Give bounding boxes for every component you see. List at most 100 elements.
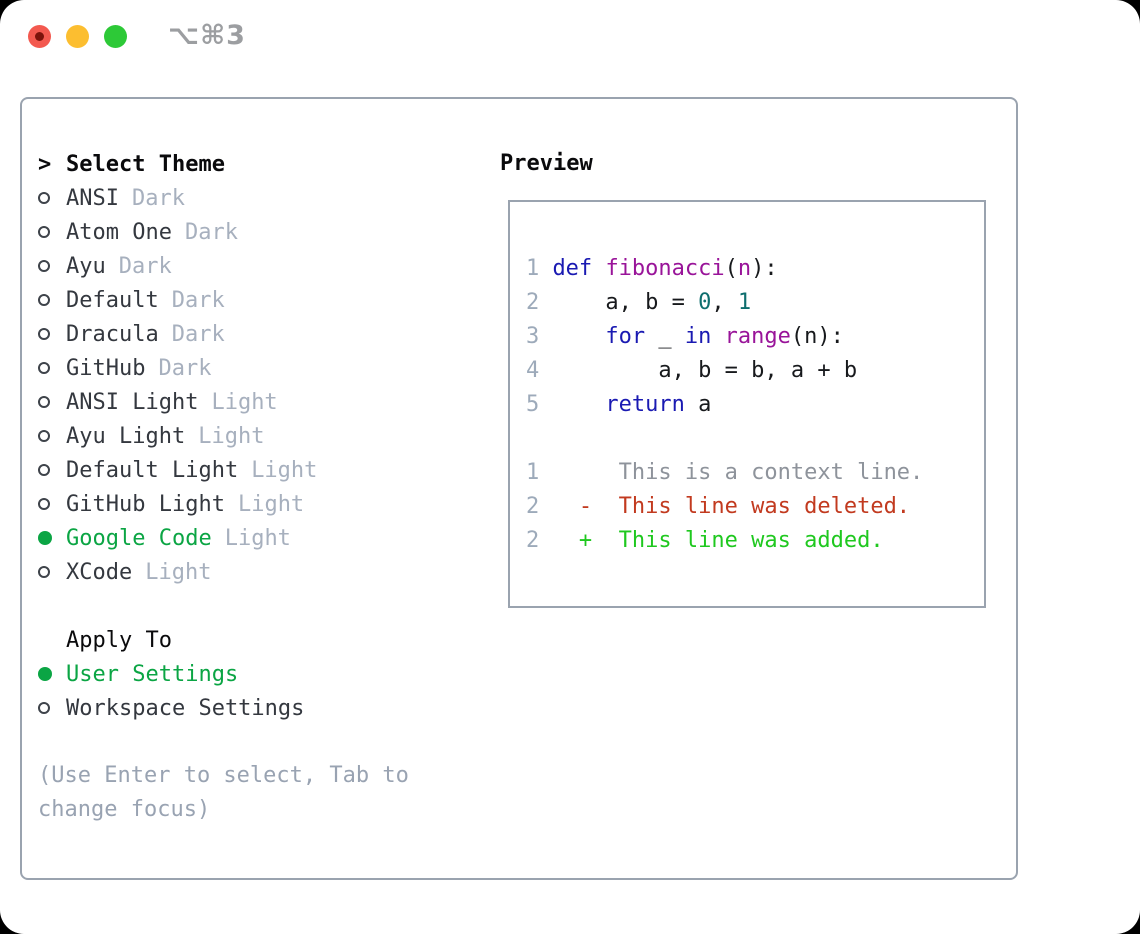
code-token: for xyxy=(605,323,646,349)
code-token: range xyxy=(724,323,791,349)
code-token: This is a context line. xyxy=(552,459,924,485)
code-token: a, b = xyxy=(552,289,699,315)
code-token: ): xyxy=(751,255,778,281)
preview-line: 4 a, b = b, a + b xyxy=(526,353,974,387)
theme-variant: Dark xyxy=(184,219,238,245)
theme-name: ANSI xyxy=(66,185,119,211)
radio-selected-icon xyxy=(38,531,52,545)
radio-icon xyxy=(38,702,50,714)
theme-option-ayu-light-light[interactable]: Ayu Light Light xyxy=(38,419,500,453)
line-number: 5 xyxy=(526,391,540,417)
preview-title: Preview xyxy=(500,151,593,176)
traffic-light-maximize[interactable] xyxy=(104,25,127,48)
apply-option-label: User Settings xyxy=(66,661,239,687)
theme-name: Dracula xyxy=(66,321,159,347)
theme-variant: Light xyxy=(224,525,291,551)
radio-icon xyxy=(38,260,50,272)
traffic-light-close[interactable] xyxy=(28,25,51,48)
code-token: (n): xyxy=(790,323,844,349)
theme-option-github-light-light[interactable]: GitHub Light Light xyxy=(38,487,500,521)
theme-option-ansi-light-light[interactable]: ANSI Light Light xyxy=(38,385,500,419)
code-token: return xyxy=(605,391,685,417)
code-token: - This line was deleted. xyxy=(552,493,911,519)
theme-name: Ayu Light xyxy=(66,423,186,449)
theme-name: ANSI Light xyxy=(66,389,199,415)
radio-icon xyxy=(38,226,50,238)
theme-option-default-light-light[interactable]: Default Light Light xyxy=(38,453,500,487)
code-token: ( xyxy=(724,255,738,281)
theme-variant: Light xyxy=(237,491,305,517)
preview-line xyxy=(526,421,974,455)
apply-option-workspace-settings[interactable]: Workspace Settings xyxy=(38,691,500,725)
keyboard-hint: (Use Enter to select, Tab to change focu… xyxy=(38,763,409,822)
theme-name: Ayu xyxy=(66,253,106,279)
theme-name: Default Light xyxy=(66,457,239,483)
theme-variant: Dark xyxy=(158,355,212,381)
apply-option-label: Workspace Settings xyxy=(66,695,305,721)
code-token: in xyxy=(684,323,712,349)
close-dot-icon xyxy=(35,32,44,41)
theme-option-atom-one-dark[interactable]: Atom One Dark xyxy=(38,215,500,249)
code-token: + This line was added. xyxy=(552,527,884,553)
code-token: _ xyxy=(645,323,685,349)
theme-variant: Light xyxy=(211,389,278,415)
code-token xyxy=(552,324,605,349)
radio-icon xyxy=(38,566,50,578)
theme-option-xcode-light[interactable]: XCode Light xyxy=(38,555,500,589)
select-theme-title: Select Theme xyxy=(66,151,225,177)
code-token xyxy=(711,324,724,349)
theme-variant: Light xyxy=(145,559,212,585)
preview-line: 3 for _ in range(n): xyxy=(526,319,974,353)
radio-icon xyxy=(38,362,50,374)
theme-variant: Dark xyxy=(171,287,225,313)
preview-line: 2 + This line was added. xyxy=(526,523,974,557)
theme-name: GitHub Light xyxy=(66,491,225,517)
window-shortcut-label: ⌥⌘3 xyxy=(168,20,246,51)
theme-name: Default xyxy=(66,287,159,313)
focus-caret-icon: > xyxy=(38,151,52,177)
radio-icon xyxy=(38,328,50,340)
theme-variant: Light xyxy=(198,423,265,449)
code-token: , xyxy=(711,289,738,315)
radio-icon xyxy=(38,430,50,442)
code-token: a, b = b, a + b xyxy=(552,357,858,383)
theme-variant: Dark xyxy=(118,253,172,279)
theme-name: Atom One xyxy=(66,219,172,245)
code-token: def xyxy=(552,255,593,281)
preview-line: 2 a, b = 0, 1 xyxy=(526,285,974,319)
apply-to-header: Apply To xyxy=(38,623,500,657)
traffic-lights xyxy=(28,25,127,48)
theme-option-ayu-dark[interactable]: Ayu Dark xyxy=(38,249,500,283)
radio-icon xyxy=(38,498,50,510)
radio-icon xyxy=(38,294,50,306)
code-token: 1 xyxy=(737,289,752,315)
theme-option-github-dark[interactable]: GitHub Dark xyxy=(38,351,500,385)
radio-selected-icon xyxy=(38,667,52,681)
apply-option-user-settings[interactable]: User Settings xyxy=(38,657,500,691)
theme-option-default-dark[interactable]: Default Dark xyxy=(38,283,500,317)
line-number: 2 xyxy=(526,493,540,519)
traffic-light-minimize[interactable] xyxy=(66,25,89,48)
radio-icon xyxy=(38,396,50,408)
code-token: fibonacci xyxy=(605,255,725,281)
line-number: 2 xyxy=(526,527,540,553)
theme-section-header: > Select Theme xyxy=(38,147,500,181)
theme-variant: Light xyxy=(251,457,318,483)
line-number: 1 xyxy=(526,459,540,485)
preview-line: 2 - This line was deleted. xyxy=(526,489,974,523)
theme-name: GitHub xyxy=(66,355,146,381)
code-token: n xyxy=(737,255,752,281)
preview-line: 1 This is a context line. xyxy=(526,455,974,489)
theme-name: XCode xyxy=(66,559,133,585)
line-number: 3 xyxy=(526,323,540,349)
